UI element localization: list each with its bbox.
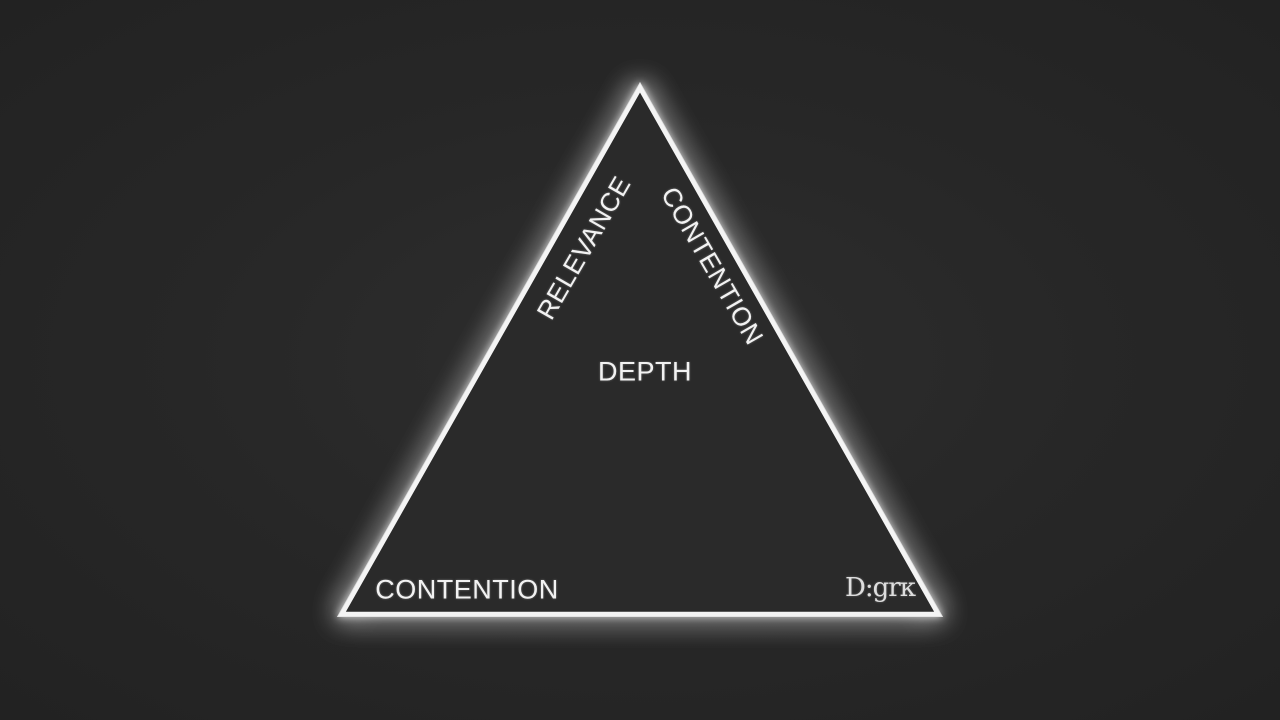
bottom-left-label: CONTENTION (375, 574, 559, 605)
bottom-right-label: D:grκ (845, 573, 916, 603)
center-label: DEPTH (597, 356, 693, 387)
